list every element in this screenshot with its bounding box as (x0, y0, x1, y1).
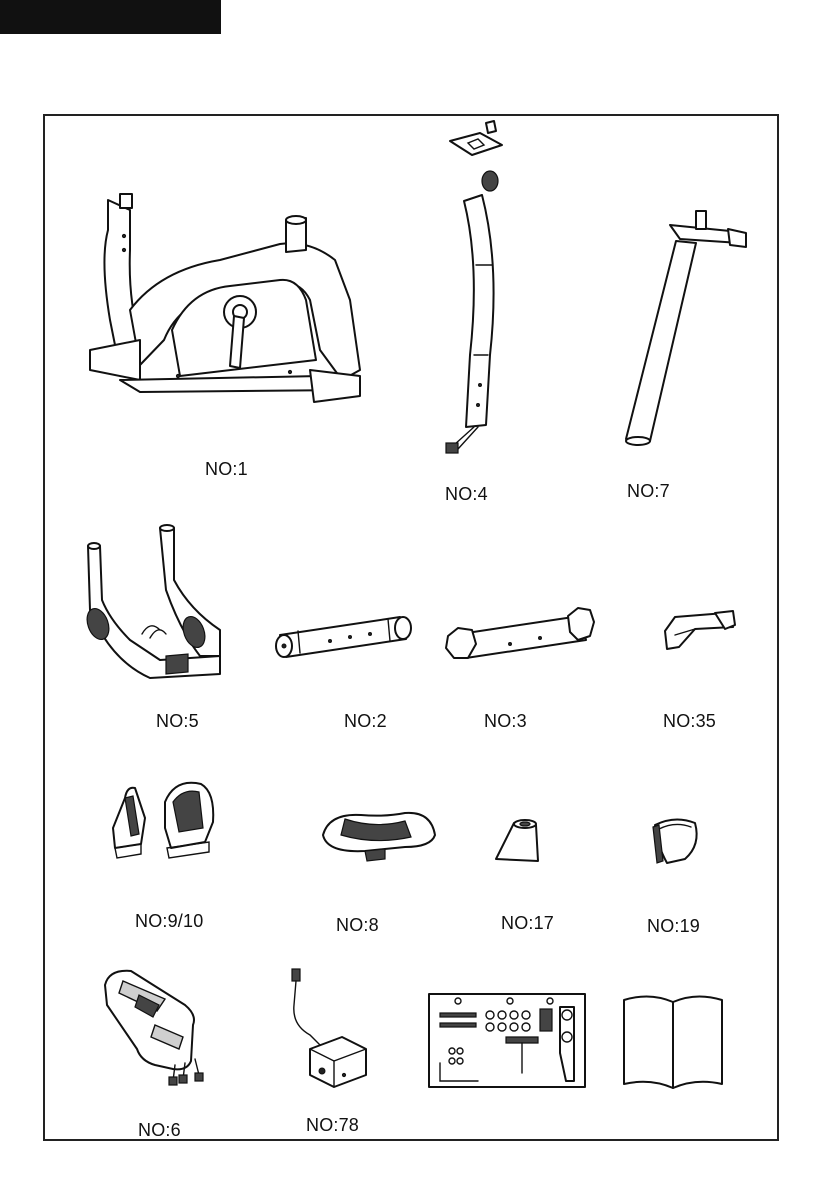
part-front-stabilizer (270, 605, 420, 665)
part-label-no-3: NO:3 (484, 711, 527, 732)
part-label-no-4: NO:4 (445, 484, 488, 505)
part-label-no-7: NO:7 (627, 481, 670, 502)
part-seat-post (610, 205, 760, 455)
part-seat-slider (655, 605, 745, 655)
part-label-no-9-10: NO:9/10 (135, 911, 203, 932)
part-label-no-6: NO:6 (138, 1120, 181, 1141)
part-main-frame (80, 180, 370, 415)
part-cover (490, 815, 550, 870)
part-label-no-19: NO:19 (647, 916, 700, 937)
owners-manual-booklet (620, 990, 726, 1090)
part-label-no-17: NO:17 (501, 913, 554, 934)
part-bottle-holder (645, 815, 705, 870)
part-handlebar (70, 520, 240, 690)
part-label-no-35: NO:35 (663, 711, 716, 732)
part-seat (315, 805, 445, 870)
part-label-no-1: NO:1 (205, 459, 248, 480)
part-label-no-5: NO:5 (156, 711, 199, 732)
part-power-adapter (280, 965, 380, 1095)
part-pedals (105, 778, 235, 868)
part-rear-stabilizer (440, 600, 600, 670)
section-header-bar (0, 0, 221, 34)
part-handlebar-post (430, 115, 530, 465)
part-label-no-78: NO:78 (306, 1115, 359, 1136)
part-label-no-2: NO:2 (344, 711, 387, 732)
part-console (95, 965, 225, 1095)
hardware-card (428, 993, 586, 1088)
part-label-no-8: NO:8 (336, 915, 379, 936)
